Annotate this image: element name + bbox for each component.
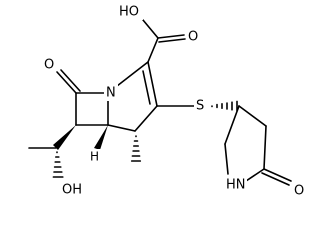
bond-c2-c3 <box>147 61 158 107</box>
carboxylic-acid-group <box>142 19 186 63</box>
hydroxyethyl-chain <box>28 147 64 178</box>
bond-carboxyl-double-o-a <box>157 34 185 39</box>
bond-carboxyl-oh <box>142 19 159 39</box>
atom-label-n: N <box>106 86 116 101</box>
bond-carboxyl-double-o-b <box>158 38 186 43</box>
atom-label-oh: OH <box>62 183 82 198</box>
atom-label-s: S <box>196 99 204 114</box>
methyl-hashed-bond <box>130 135 142 162</box>
side-chain-wedge <box>53 125 76 150</box>
bond-c7-o-a <box>56 71 77 94</box>
beta-lactam-ring <box>56 69 109 126</box>
thioether-hashed-bond <box>211 100 238 112</box>
molecule-structure: HO O O N S H OH HN O <box>28 3 306 199</box>
atom-label-ho: HO <box>119 5 139 20</box>
bond-c2-carboxyl <box>147 37 159 63</box>
bridgehead-h-wedge <box>94 125 108 150</box>
bond-c4-c5 <box>107 124 136 132</box>
atom-label-ring-o: O <box>294 184 304 199</box>
atom-label-h: H <box>90 150 99 164</box>
atom-label-hn: HN <box>226 178 246 193</box>
bond-c2-c3-inner <box>142 70 151 105</box>
atom-label-carbonyl-o: O <box>188 30 198 45</box>
atom-label-lactam-o: O <box>44 58 54 73</box>
bond-c7-o-b <box>60 69 81 92</box>
bond-c3-c4 <box>134 105 158 132</box>
pyrrolidinone-ring <box>224 105 292 186</box>
